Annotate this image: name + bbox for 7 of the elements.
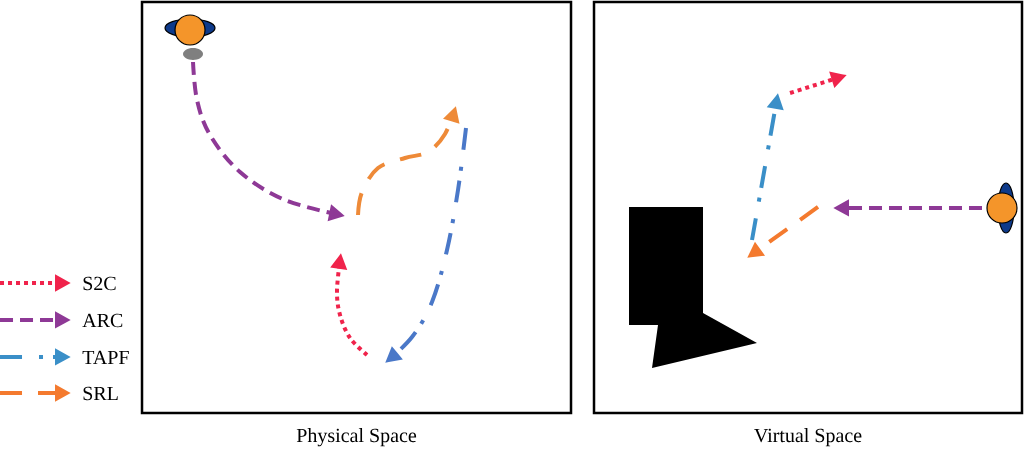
panel-title: Virtual Space — [754, 428, 862, 447]
legend-label: ARC — [82, 313, 123, 328]
legend-label: TAPF — [82, 350, 129, 364]
legend-label: SRL — [83, 386, 118, 401]
legend-label: S2C — [83, 276, 116, 291]
panel-title: Physical Space — [296, 428, 417, 447]
obstacle-shape — [629, 207, 757, 368]
